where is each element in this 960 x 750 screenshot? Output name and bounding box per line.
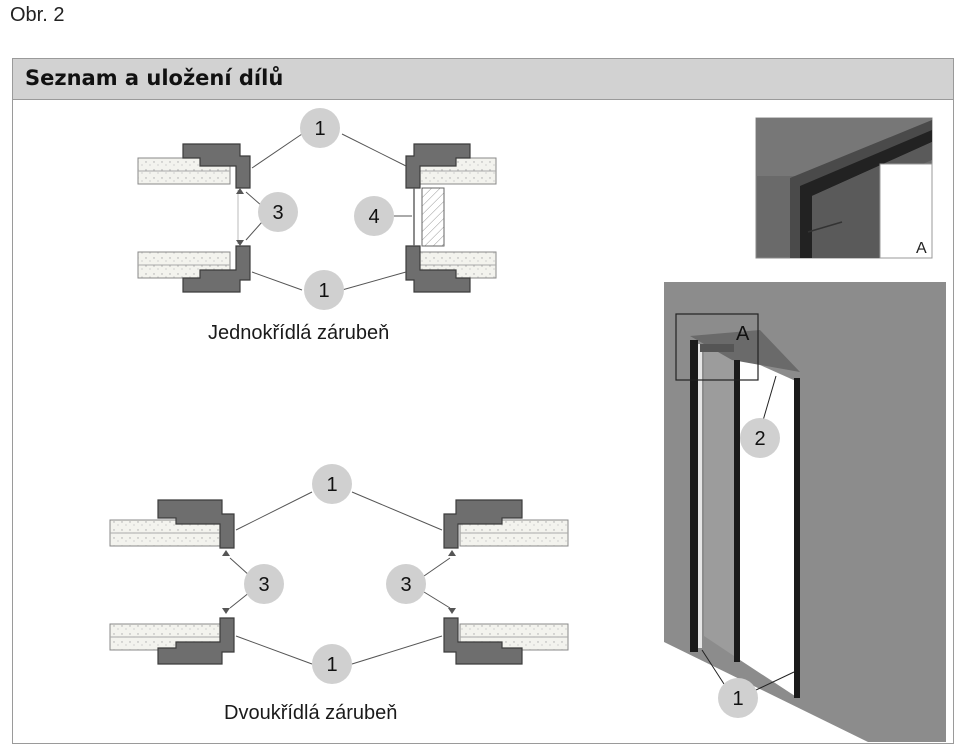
seal-mark — [448, 608, 456, 614]
svg-text:4: 4 — [368, 206, 379, 228]
seal-mark — [222, 608, 230, 614]
double-frame-diagram: 1 3 3 1 — [109, 464, 569, 684]
svg-text:1: 1 — [732, 688, 743, 710]
svg-text:3: 3 — [400, 574, 411, 596]
door-leaf — [421, 187, 445, 247]
callout-3: 3 — [258, 192, 298, 232]
svg-text:1: 1 — [314, 118, 325, 140]
frame-profile — [443, 617, 523, 665]
frame-profile — [405, 143, 471, 189]
seal-mark — [236, 188, 244, 194]
frame-profile — [182, 143, 251, 189]
svg-text:2: 2 — [754, 428, 765, 450]
frame-profile — [182, 245, 251, 293]
frame-profile — [405, 245, 471, 293]
callout-1-bottom: 1 — [312, 644, 352, 684]
frame-profile — [157, 499, 235, 549]
single-frame-caption: Jednokřídlá zárubeň — [208, 322, 390, 344]
callout-1-top: 1 — [300, 108, 340, 148]
callout-3-left: 3 — [244, 564, 284, 604]
detail-a-marker: A — [736, 323, 750, 345]
single-frame-diagram: 1 3 4 1 — [137, 108, 497, 310]
callout-4: 4 — [354, 196, 394, 236]
callout-1-top: 1 — [312, 464, 352, 504]
wall-section — [417, 157, 497, 185]
callout-1: 1 — [718, 678, 758, 718]
seal-mark — [222, 550, 230, 556]
panel-title: Seznam a uložení dílů — [25, 66, 284, 90]
leader-lines — [701, 375, 795, 691]
panel-header: Seznam a uložení dílů — [13, 59, 953, 100]
frame-3d-view: A 2 1 — [664, 282, 946, 742]
svg-text:1: 1 — [326, 654, 337, 676]
double-frame-caption: Dvoukřídlá zárubeň — [224, 702, 398, 724]
svg-text:1: 1 — [326, 474, 337, 496]
callout-1-bottom: 1 — [304, 270, 344, 310]
frame-profile — [443, 499, 523, 549]
leader-lines — [229, 491, 451, 665]
callout-3-right: 3 — [386, 564, 426, 604]
svg-text:3: 3 — [258, 574, 269, 596]
frame-profile — [157, 617, 235, 665]
detail-a-view: A — [755, 117, 933, 259]
seal-mark — [448, 550, 456, 556]
detail-a-label: A — [916, 240, 927, 257]
seal-mark — [236, 240, 244, 246]
leader-lines — [245, 133, 412, 291]
svg-text:3: 3 — [272, 202, 283, 224]
svg-text:1: 1 — [318, 280, 329, 302]
figure-label: Obr. 2 — [10, 4, 65, 26]
callout-2: 2 — [740, 418, 780, 458]
